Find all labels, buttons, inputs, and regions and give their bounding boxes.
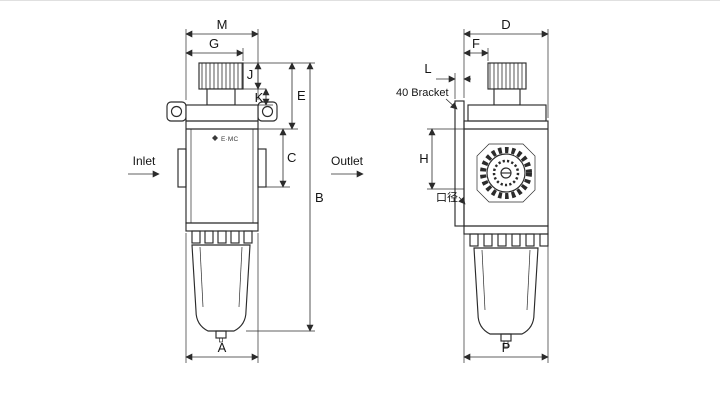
port-size-label: 口径 (436, 191, 458, 204)
dim-j: J (243, 62, 266, 90)
inlet-port-boss (177, 148, 187, 188)
dim-e-label: E (297, 88, 306, 103)
dim-a-label: A (218, 340, 227, 355)
bracket-leader-line (445, 98, 458, 110)
outlet-port-boss (257, 148, 267, 188)
left-mount-hole (170, 105, 183, 118)
dim-h: H (419, 128, 464, 190)
dial-face-plate (476, 143, 536, 203)
dim-p-label: P (502, 340, 511, 355)
dim-j-label: J (247, 67, 254, 82)
dim-c-label: C (287, 150, 296, 165)
inlet-label: Inlet (133, 154, 156, 168)
port-leader-line (458, 196, 466, 205)
front-bowl (191, 244, 251, 343)
side-body (463, 104, 549, 227)
dim-f: F (463, 36, 489, 61)
dim-c: C (279, 128, 296, 188)
outlet-annotation: Outlet (331, 154, 364, 178)
side-bowl-guard (463, 225, 549, 247)
sight-dial (476, 143, 536, 203)
dim-k-label: K (255, 90, 264, 105)
dim-g-label: G (209, 36, 219, 51)
front-adjustment-knob (198, 62, 244, 106)
outlet-label: Outlet (331, 154, 364, 168)
side-guard-teeth (469, 233, 549, 247)
front-drain-cock (215, 330, 227, 339)
right-mount-hole (261, 105, 274, 118)
front-top-flange (166, 101, 278, 122)
dim-k: K (255, 88, 273, 106)
dim-d: D (463, 17, 549, 118)
dim-f-label: F (472, 36, 480, 51)
dim-d-label: D (501, 17, 510, 32)
bracket-label: 40 Bracket (396, 87, 449, 99)
dim-l-label: L (424, 61, 431, 76)
logo-diamond-icon (212, 135, 218, 141)
dim-a: A (185, 233, 259, 363)
dim-g: G (185, 36, 244, 61)
front-view: E·MC Inlet Outl (128, 17, 364, 363)
port-size-callout: 口径 (436, 191, 466, 205)
dim-l: L (424, 61, 471, 99)
logo-text: E·MC (221, 136, 239, 143)
side-adjustment-knob (487, 62, 527, 106)
dim-m-label: M (217, 17, 228, 32)
dim-b: B (306, 62, 324, 332)
front-guard-teeth (191, 230, 253, 244)
side-view: D F L 40 Bracket H 口径 (396, 17, 549, 363)
bracket-callout: 40 Bracket (396, 87, 458, 110)
mounting-bracket (454, 100, 465, 227)
front-bowl-guard (185, 222, 259, 244)
dim-p: P (463, 233, 549, 363)
side-bowl (473, 247, 539, 348)
inlet-annotation: Inlet (128, 154, 160, 178)
front-body: E·MC (177, 120, 267, 224)
dim-e: E (288, 62, 306, 130)
brand-logo: E·MC (212, 135, 239, 143)
dim-b-label: B (315, 190, 324, 205)
dim-h-label: H (419, 151, 428, 166)
dial-gear-ring (480, 147, 532, 199)
